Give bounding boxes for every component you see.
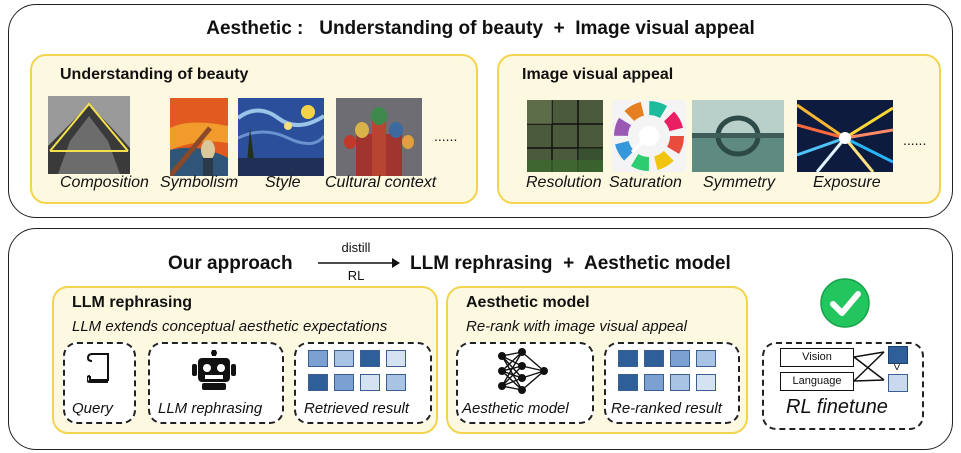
distill-arrow	[318, 258, 400, 268]
reranked-square	[644, 374, 664, 391]
reranked-square	[644, 350, 664, 367]
reranked-square	[696, 350, 716, 367]
result-square	[308, 374, 328, 391]
style-image	[238, 98, 324, 176]
result-square	[386, 374, 406, 391]
caption-style: Style	[265, 174, 301, 191]
arrow-label-distill: distill	[341, 240, 371, 255]
composition-image	[48, 96, 130, 174]
result-square	[360, 374, 380, 391]
caption-composition: Composition	[60, 174, 149, 191]
arrow-label-rl: RL	[347, 268, 365, 283]
aesthetic-model-subtitle: Re-rank with image visual appeal	[466, 318, 687, 335]
result-square	[334, 374, 354, 391]
cultural-context-image	[336, 98, 422, 176]
reranked-square	[618, 350, 638, 367]
reranked-result-label: Re-ranked result	[611, 400, 722, 417]
symbolism-image	[170, 98, 228, 176]
appeal-more: ......	[903, 132, 927, 148]
caption-exposure: Exposure	[813, 174, 881, 191]
reranked-square	[696, 374, 716, 391]
reranked-square	[618, 374, 638, 391]
symmetry-image	[692, 100, 784, 172]
llm-rephrasing-label: LLM rephrasing	[158, 400, 263, 417]
rl-result-dark	[888, 346, 908, 364]
result-square	[308, 350, 328, 367]
scroll-icon	[87, 353, 109, 383]
aesthetic-model-inner-box	[456, 342, 594, 424]
result-square	[386, 350, 406, 367]
caption-resolution: Resolution	[526, 174, 602, 191]
result-square	[334, 350, 354, 367]
saturation-image	[612, 100, 686, 172]
language-box: Language	[780, 372, 854, 391]
appeal-heading: Image visual appeal	[522, 66, 674, 83]
aesthetic-model-heading: Aesthetic model	[466, 294, 590, 311]
rephrase-subtitle: LLM extends conceptual aesthetic expecta…	[72, 318, 388, 335]
exposure-image	[797, 100, 893, 172]
query-label: Query	[72, 400, 113, 417]
caption-symmetry: Symmetry	[703, 174, 775, 191]
rl-result-light	[888, 374, 908, 392]
aesthetic-model-label: Aesthetic model	[462, 400, 569, 417]
rl-finetune-label: RL finetune	[786, 396, 888, 418]
approach-title-left: Our approach	[168, 253, 293, 274]
robot-icon	[192, 350, 236, 390]
resolution-image	[527, 100, 603, 172]
caption-symbolism: Symbolism	[160, 174, 239, 191]
approach-title-right: LLM rephrasing + Aesthetic model	[410, 253, 731, 274]
caption-cultural-context: Cultural context	[325, 174, 437, 191]
aesthetic-title: Aesthetic : Understanding of beauty + Im…	[206, 18, 755, 39]
vision-box: Vision	[780, 348, 854, 367]
neural-network-icon	[498, 348, 548, 394]
beauty-heading: Understanding of beauty	[60, 66, 249, 83]
result-square	[360, 350, 380, 367]
check-icon	[820, 278, 870, 328]
reranked-square	[670, 374, 690, 391]
rephrase-heading: LLM rephrasing	[72, 294, 193, 311]
rl-connection-lines	[854, 351, 885, 382]
beauty-more: ......	[434, 128, 458, 144]
caption-saturation: Saturation	[609, 174, 682, 191]
rl-compare-symbol: >	[890, 363, 904, 371]
retrieved-result-label: Retrieved result	[304, 400, 410, 417]
reranked-square	[670, 350, 690, 367]
